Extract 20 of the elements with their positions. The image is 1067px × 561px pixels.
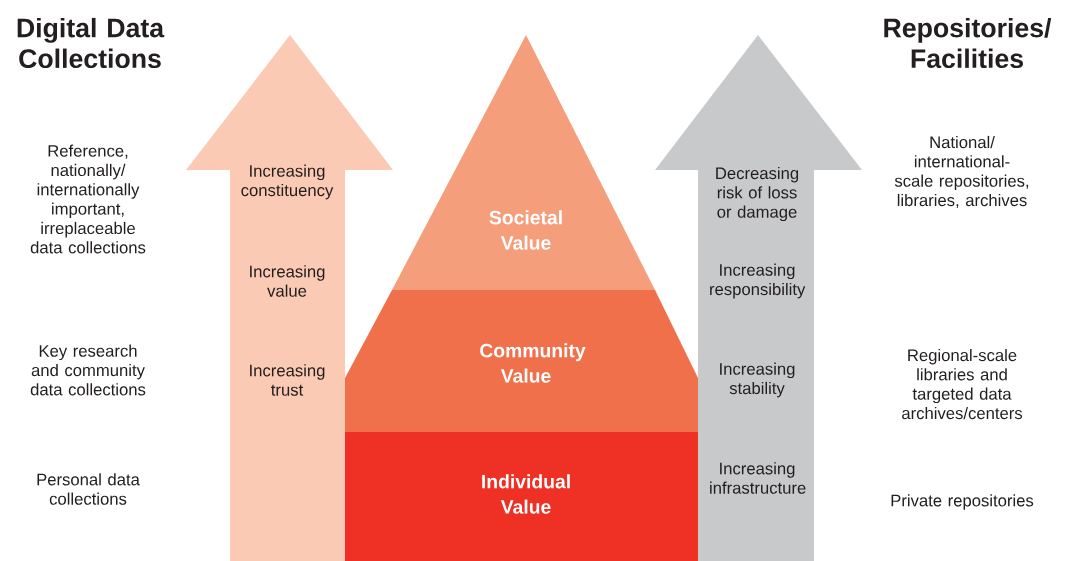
column-label: Regional-scale libraries and targeted data archives/centers <box>902 348 1023 420</box>
column-label: Reference, nationally/ internationally important, irreplaceable data collections <box>30 144 146 254</box>
arrow-band <box>186 35 393 561</box>
arrow-text: Increasing infrastructure <box>710 462 806 494</box>
arrow-text: Increasing trust <box>250 364 325 396</box>
arrow-text: Increasing responsibility <box>710 263 806 299</box>
pyramid-layer: Community Value <box>345 290 698 432</box>
heading: Repositories/ Facilities <box>884 17 1052 69</box>
arrow-text: Increasing value <box>250 265 325 297</box>
column-label: Private repositories <box>891 494 1034 510</box>
pyramid-layer: Individual Value <box>345 432 698 561</box>
arrow-text: Decreasing risk of loss or damage <box>716 166 799 222</box>
pyramid-layer: Societal Value <box>392 35 655 290</box>
column-label: National/ international-scale repositories, libraries, archives <box>894 135 1029 209</box>
arrow-band <box>655 35 862 561</box>
column-label: Key research and community data collections <box>30 344 146 396</box>
heading: Digital Data Collections <box>17 17 165 69</box>
arrow-text: Increasing constituency <box>241 164 334 200</box>
arrow-text: Increasing stability <box>720 362 795 398</box>
column-label: Personal data collections <box>37 473 140 505</box>
